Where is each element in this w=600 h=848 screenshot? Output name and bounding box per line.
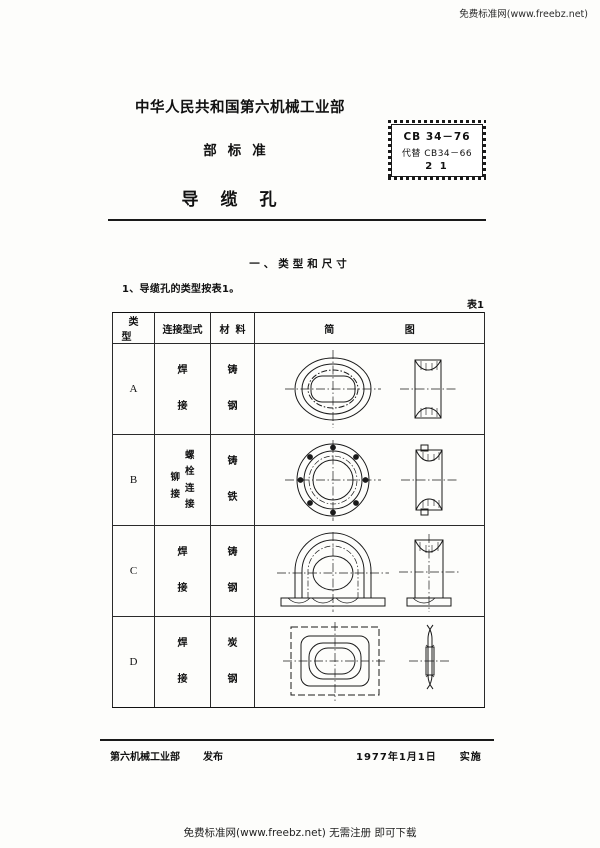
connection-char: 接 bbox=[185, 499, 195, 510]
table-row: D 焊 接 炭 钢 bbox=[112, 616, 485, 708]
cell-connection-d: 焊 接 bbox=[154, 616, 211, 708]
diagram-rect-plate-oval-hole bbox=[255, 617, 484, 707]
cell-connection-c: 焊 接 bbox=[154, 525, 211, 617]
table-row: C 焊 接 铸 钢 bbox=[112, 525, 485, 617]
connection-char: 螺 bbox=[185, 449, 195, 461]
cell-type-a: A bbox=[112, 343, 155, 435]
cell-type-c: C bbox=[112, 525, 155, 617]
footer-issue-verb: 发布 bbox=[202, 752, 223, 763]
material-char: 铸 bbox=[227, 365, 238, 376]
footer-issuer: 第六机械工业部 bbox=[110, 752, 180, 763]
connection-stack-d: 焊 接 bbox=[155, 639, 210, 685]
footer-divider bbox=[100, 739, 494, 741]
diagram-arch-fairlead-baseplate bbox=[255, 526, 484, 616]
material-stack-b: 铸 铁 bbox=[211, 457, 254, 503]
material-char: 铸 bbox=[227, 456, 238, 467]
cell-diagram-c bbox=[254, 525, 485, 617]
th-material-label: 材料 bbox=[219, 324, 252, 336]
connection-stack-a: 焊 接 bbox=[155, 366, 210, 412]
th-type-label: 类型 bbox=[121, 317, 153, 343]
material-stack-d: 炭 钢 bbox=[211, 639, 254, 685]
connection-char: 焊 bbox=[177, 365, 188, 376]
table-row: A 焊 接 铸 钢 bbox=[112, 343, 485, 435]
connection-col-riveted: 铆 接 bbox=[170, 461, 180, 499]
material-char: 钢 bbox=[227, 583, 238, 594]
standard-designation: CB 34－76 bbox=[403, 131, 471, 143]
footer-issuer-group: 第六机械工业部 发布 bbox=[110, 748, 223, 763]
table-header-row: 类型 连接型式 材料 简 图 bbox=[112, 312, 485, 344]
material-char: 铁 bbox=[227, 492, 238, 503]
th-material: 材料 bbox=[210, 312, 255, 344]
ministry-name: 中华人民共和国第六机械工业部 bbox=[135, 100, 345, 116]
table-caption: 表1 bbox=[467, 300, 484, 311]
connection-char: 接 bbox=[177, 401, 188, 412]
cell-material-a: 铸 钢 bbox=[210, 343, 255, 435]
cell-material-c: 铸 钢 bbox=[210, 525, 255, 617]
clause-1-text: 1、导缆孔的类型按表1。 bbox=[122, 284, 240, 295]
diagram-round-flange-bolted bbox=[255, 435, 484, 525]
cell-diagram-d bbox=[254, 616, 485, 708]
footer-effective-date: 1977年1月1日 bbox=[356, 752, 437, 763]
connection-char: 接 bbox=[170, 488, 180, 500]
section-heading: 一、类型和尺寸 bbox=[249, 258, 351, 270]
material-char: 炭 bbox=[227, 638, 238, 649]
th-connection: 连接型式 bbox=[154, 312, 211, 344]
connection-char: 铆 bbox=[170, 472, 180, 483]
standard-supersedes: 代替 CB34－66 bbox=[401, 149, 473, 159]
material-char: 钢 bbox=[227, 674, 238, 685]
connection-col-bolted: 螺 栓 连 接 bbox=[185, 449, 195, 510]
connection-char: 焊 bbox=[177, 638, 188, 649]
cell-diagram-a bbox=[254, 343, 485, 435]
page-number: 2 1 bbox=[425, 161, 449, 172]
material-stack-a: 铸 钢 bbox=[211, 366, 254, 412]
footer-effective-verb: 实施 bbox=[459, 752, 482, 763]
watermark-bottom: 免费标准网(www.freebz.net) 无需注册 即可下载 bbox=[183, 827, 417, 839]
connection-char: 接 bbox=[177, 583, 188, 594]
th-type: 类型 bbox=[112, 312, 155, 344]
document-header: 中华人民共和国第六机械工业部 部标准 导缆孔 CB 34－76 代替 CB34－… bbox=[0, 96, 600, 210]
connection-char: 连 bbox=[185, 482, 195, 494]
cell-material-b: 铸 铁 bbox=[210, 434, 255, 526]
cell-type-b: B bbox=[112, 434, 155, 526]
cell-connection-b: 铆 接 螺 栓 连 接 bbox=[154, 434, 211, 526]
material-char: 铸 bbox=[227, 547, 238, 558]
standard-label: 部标准 bbox=[203, 143, 277, 159]
th-diagram-left-label: 简 bbox=[324, 324, 335, 336]
table-row: B 铆 接 螺 栓 连 接 铸 bbox=[112, 434, 485, 526]
types-table: 类型 连接型式 材料 简 图 A 焊 接 bbox=[112, 312, 485, 708]
cell-type-d: D bbox=[112, 616, 155, 708]
connection-char: 接 bbox=[177, 674, 188, 685]
connection-stack-c: 焊 接 bbox=[155, 548, 210, 594]
th-diagram-right-label: 图 bbox=[404, 324, 415, 336]
standard-code-inner: CB 34－76 代替 CB34－66 2 1 bbox=[391, 124, 483, 177]
material-char: 钢 bbox=[227, 401, 238, 412]
cell-material-d: 炭 钢 bbox=[210, 616, 255, 708]
header-divider bbox=[108, 219, 486, 221]
material-stack-c: 铸 钢 bbox=[211, 548, 254, 594]
connection-char: 焊 bbox=[177, 547, 188, 558]
footer-effective-group: 1977年1月1日 实施 bbox=[356, 748, 482, 763]
standard-code-box: CB 34－76 代替 CB34－66 2 1 bbox=[388, 120, 486, 180]
document-title: 导缆孔 bbox=[181, 190, 299, 210]
connection-char: 栓 bbox=[185, 466, 195, 477]
diagram-oval-fairlead-welded bbox=[255, 344, 484, 434]
th-diagram: 简 图 bbox=[254, 312, 485, 344]
cell-connection-a: 焊 接 bbox=[154, 343, 211, 435]
cell-diagram-b bbox=[254, 434, 485, 526]
watermark-top-right: 免费标准网(www.freebz.net) bbox=[459, 9, 588, 20]
connection-dual-b: 铆 接 螺 栓 连 接 bbox=[155, 449, 210, 510]
th-connection-label: 连接型式 bbox=[162, 324, 203, 336]
